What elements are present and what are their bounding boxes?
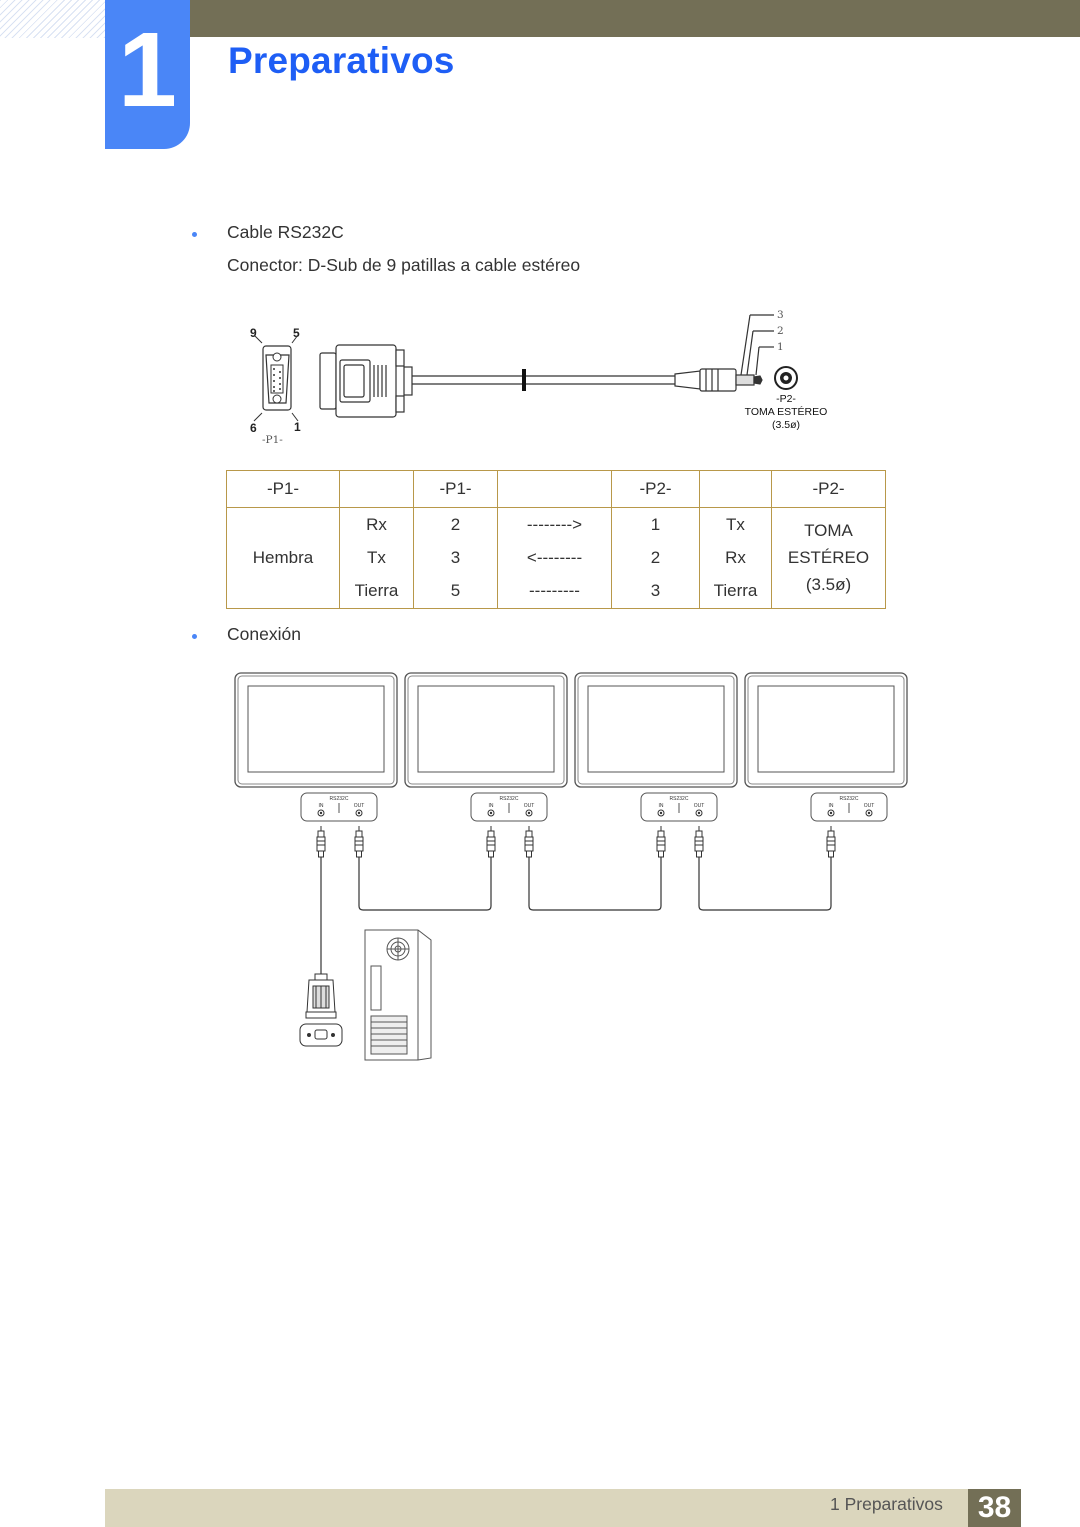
dsub-front-icon: 9 5 6 1 -P1- bbox=[250, 326, 301, 446]
signal: Rx bbox=[725, 548, 746, 567]
serial-port-icon bbox=[299, 1023, 343, 1047]
monitor-1 bbox=[234, 672, 398, 788]
svg-text:RS232C: RS232C bbox=[670, 796, 689, 802]
arrows-cell: --------> <-------- --------- bbox=[497, 507, 612, 609]
svg-text:RS232C: RS232C bbox=[330, 796, 349, 802]
svg-text:IN: IN bbox=[489, 803, 494, 809]
stereo-plug-icon bbox=[316, 825, 326, 858]
chapter-title: Preparativos bbox=[228, 40, 455, 81]
header-cell bbox=[497, 470, 612, 508]
signal: Tx bbox=[367, 548, 386, 567]
bullet-icon bbox=[192, 232, 197, 237]
dsub-plug-icon bbox=[319, 344, 675, 418]
pin-6-label: 6 bbox=[250, 421, 257, 435]
table-row: Hembra Rx Tx Tierra 2 3 5 --------> <---… bbox=[226, 507, 886, 609]
jack-text: (3.5ø) bbox=[805, 575, 852, 594]
monitor-4 bbox=[744, 672, 908, 788]
pin-5-label: 5 bbox=[293, 326, 300, 340]
stereo-jack-icon bbox=[774, 366, 798, 390]
pin-mapping-table: -P1- -P1- -P2- -P2- Hembra Rx Tx Tierra … bbox=[226, 470, 886, 609]
footer-chapter-label: 1 Preparativos bbox=[830, 1494, 943, 1514]
svg-text:OUT: OUT bbox=[354, 803, 365, 809]
plug-pin-1: 1 bbox=[777, 341, 784, 353]
jack-text: ESTÉREO bbox=[787, 548, 870, 567]
plug-pin-2: 2 bbox=[777, 325, 784, 337]
svg-text:OUT: OUT bbox=[524, 803, 535, 809]
header-hatch bbox=[0, 0, 105, 38]
monitor-3 bbox=[574, 672, 738, 788]
cable-heading: Cable RS232C bbox=[227, 222, 344, 242]
header-cell bbox=[699, 470, 772, 508]
chapter-number: 1 bbox=[118, 11, 177, 129]
page-number: 38 bbox=[968, 1489, 1021, 1527]
rs232c-port-3: RS232C IN OUT bbox=[640, 792, 718, 822]
rs232c-port-2: RS232C IN OUT bbox=[470, 792, 548, 822]
table-header-row: -P1- -P1- -P2- -P2- bbox=[226, 470, 886, 508]
p2-signals-cell: Tx Rx Tierra bbox=[699, 507, 772, 609]
p2-type-cell: TOMA ESTÉREO (3.5ø) bbox=[771, 507, 886, 609]
pin: 2 bbox=[450, 515, 461, 534]
svg-text:IN: IN bbox=[829, 803, 834, 809]
bullet-icon bbox=[192, 634, 197, 639]
p2-label: -P2- bbox=[776, 393, 796, 405]
p1-signals-cell: Rx Tx Tierra bbox=[339, 507, 414, 609]
rs232c-port-4: RS232C IN OUT bbox=[810, 792, 888, 822]
chapter-tab: 1 bbox=[105, 0, 190, 149]
cable-ferrite-mark bbox=[522, 369, 526, 391]
daisy-chain-cables bbox=[320, 857, 832, 976]
pin: 5 bbox=[450, 581, 461, 600]
svg-text:RS232C: RS232C bbox=[840, 796, 859, 802]
signal: Tierra bbox=[354, 581, 399, 600]
plug-pin-3: 3 bbox=[777, 309, 784, 321]
svg-text:IN: IN bbox=[319, 803, 324, 809]
pc-tower-icon bbox=[364, 929, 432, 1061]
monitor-2 bbox=[404, 672, 568, 788]
svg-text:OUT: OUT bbox=[694, 803, 705, 809]
connector-type-cell: Hembra bbox=[226, 507, 340, 609]
stereo-plug-icon bbox=[656, 825, 666, 858]
jack-text: TOMA bbox=[804, 521, 853, 540]
p1-pins-cell: 2 3 5 bbox=[413, 507, 498, 609]
dsub-connector-icon bbox=[305, 973, 337, 1019]
pin: 3 bbox=[650, 581, 661, 600]
arrow: <-------- bbox=[526, 548, 583, 567]
signal: Tierra bbox=[713, 581, 758, 600]
signal: Rx bbox=[366, 515, 387, 534]
stereo-plug-icon bbox=[674, 314, 774, 392]
svg-text:OUT: OUT bbox=[864, 803, 875, 809]
pin: 1 bbox=[650, 515, 661, 534]
stereo-plug-icon bbox=[524, 825, 534, 858]
header-cell: -P2- bbox=[611, 470, 700, 508]
header-bar bbox=[190, 0, 1080, 37]
p1-label: -P1- bbox=[262, 434, 283, 446]
pin-1-label: 1 bbox=[294, 420, 301, 434]
connector-description: Conector: D-Sub de 9 patillas a cable es… bbox=[227, 255, 581, 275]
header-cell: -P2- bbox=[771, 470, 886, 508]
arrow: --------> bbox=[526, 515, 583, 534]
connection-diagram: RS232C IN OUT RS232C IN OUT RS232C IN OU… bbox=[234, 672, 908, 1061]
svg-text:IN: IN bbox=[659, 803, 664, 809]
stereo-plug-icon bbox=[354, 825, 364, 858]
footer-bar bbox=[105, 1489, 1021, 1527]
p2-jack-size: (3.5ø) bbox=[772, 419, 800, 431]
stereo-plug-icon bbox=[694, 825, 704, 858]
p2-pins-cell: 1 2 3 bbox=[611, 507, 700, 609]
header-cell: -P1- bbox=[413, 470, 498, 508]
connection-heading: Conexión bbox=[227, 624, 301, 644]
header-cell: -P1- bbox=[226, 470, 340, 508]
stereo-plug-icon bbox=[486, 825, 496, 858]
rs232c-port-1: RS232C IN OUT bbox=[300, 792, 378, 822]
header-cell bbox=[339, 470, 414, 508]
arrow: --------- bbox=[529, 581, 580, 600]
pin-9-label: 9 bbox=[250, 326, 257, 340]
pin: 3 bbox=[450, 548, 461, 567]
signal: Tx bbox=[726, 515, 745, 534]
svg-text:RS232C: RS232C bbox=[500, 796, 519, 802]
cable-diagram: 9 5 6 1 -P1- bbox=[250, 309, 828, 446]
pin: 2 bbox=[650, 548, 661, 567]
p2-jack-name: TOMA ESTÉREO bbox=[745, 405, 828, 418]
stereo-plug-icon bbox=[826, 825, 836, 858]
